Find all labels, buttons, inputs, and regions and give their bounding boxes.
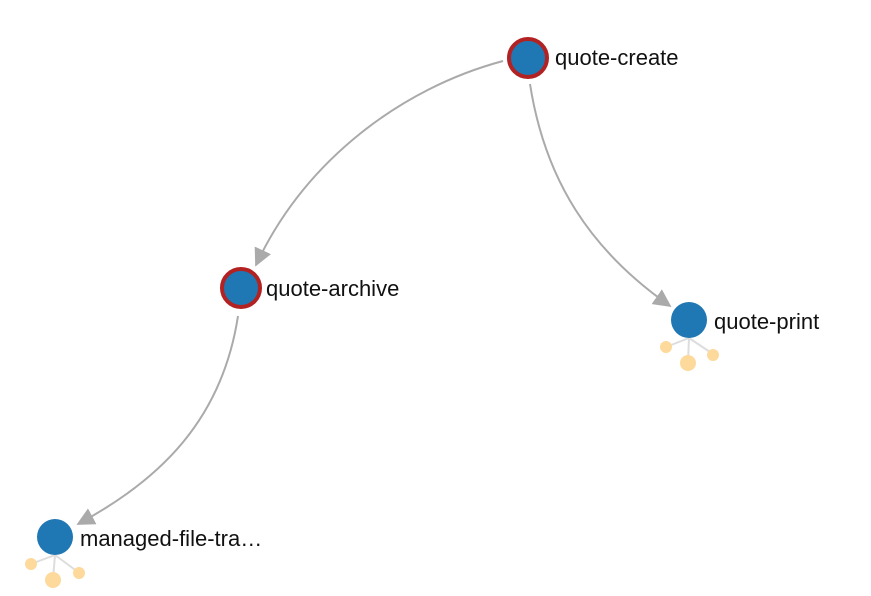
edge-quote-archive-to-managed-file-transfer [76, 315, 239, 525]
edge-quote-create-to-quote-archive [254, 60, 504, 267]
child-node [73, 567, 85, 579]
child-node [660, 341, 672, 353]
node-quote-archive[interactable]: quote-archive [220, 267, 399, 309]
node-label: quote-archive [266, 276, 399, 301]
node-circle[interactable] [220, 267, 262, 309]
node-label: managed-file-tra… [80, 526, 262, 551]
node-quote-create[interactable]: quote-create [507, 37, 679, 79]
node-circle[interactable] [507, 37, 549, 79]
child-nodes-indicator [660, 337, 719, 371]
child-node [680, 355, 696, 371]
child-nodes-indicator [25, 554, 85, 588]
node-label: quote-print [714, 309, 819, 334]
child-node [707, 349, 719, 361]
edges-layer [76, 60, 672, 525]
child-node [25, 558, 37, 570]
child-link [54, 554, 79, 573]
edge-quote-create-to-quote-print [529, 83, 672, 308]
node-circle[interactable] [671, 302, 707, 338]
node-circle[interactable] [37, 519, 73, 555]
node-label: quote-create [555, 45, 679, 70]
node-managed-file-transfer[interactable]: managed-file-tra… [25, 519, 262, 588]
child-node [45, 572, 61, 588]
node-quote-print[interactable]: quote-print [660, 302, 819, 371]
